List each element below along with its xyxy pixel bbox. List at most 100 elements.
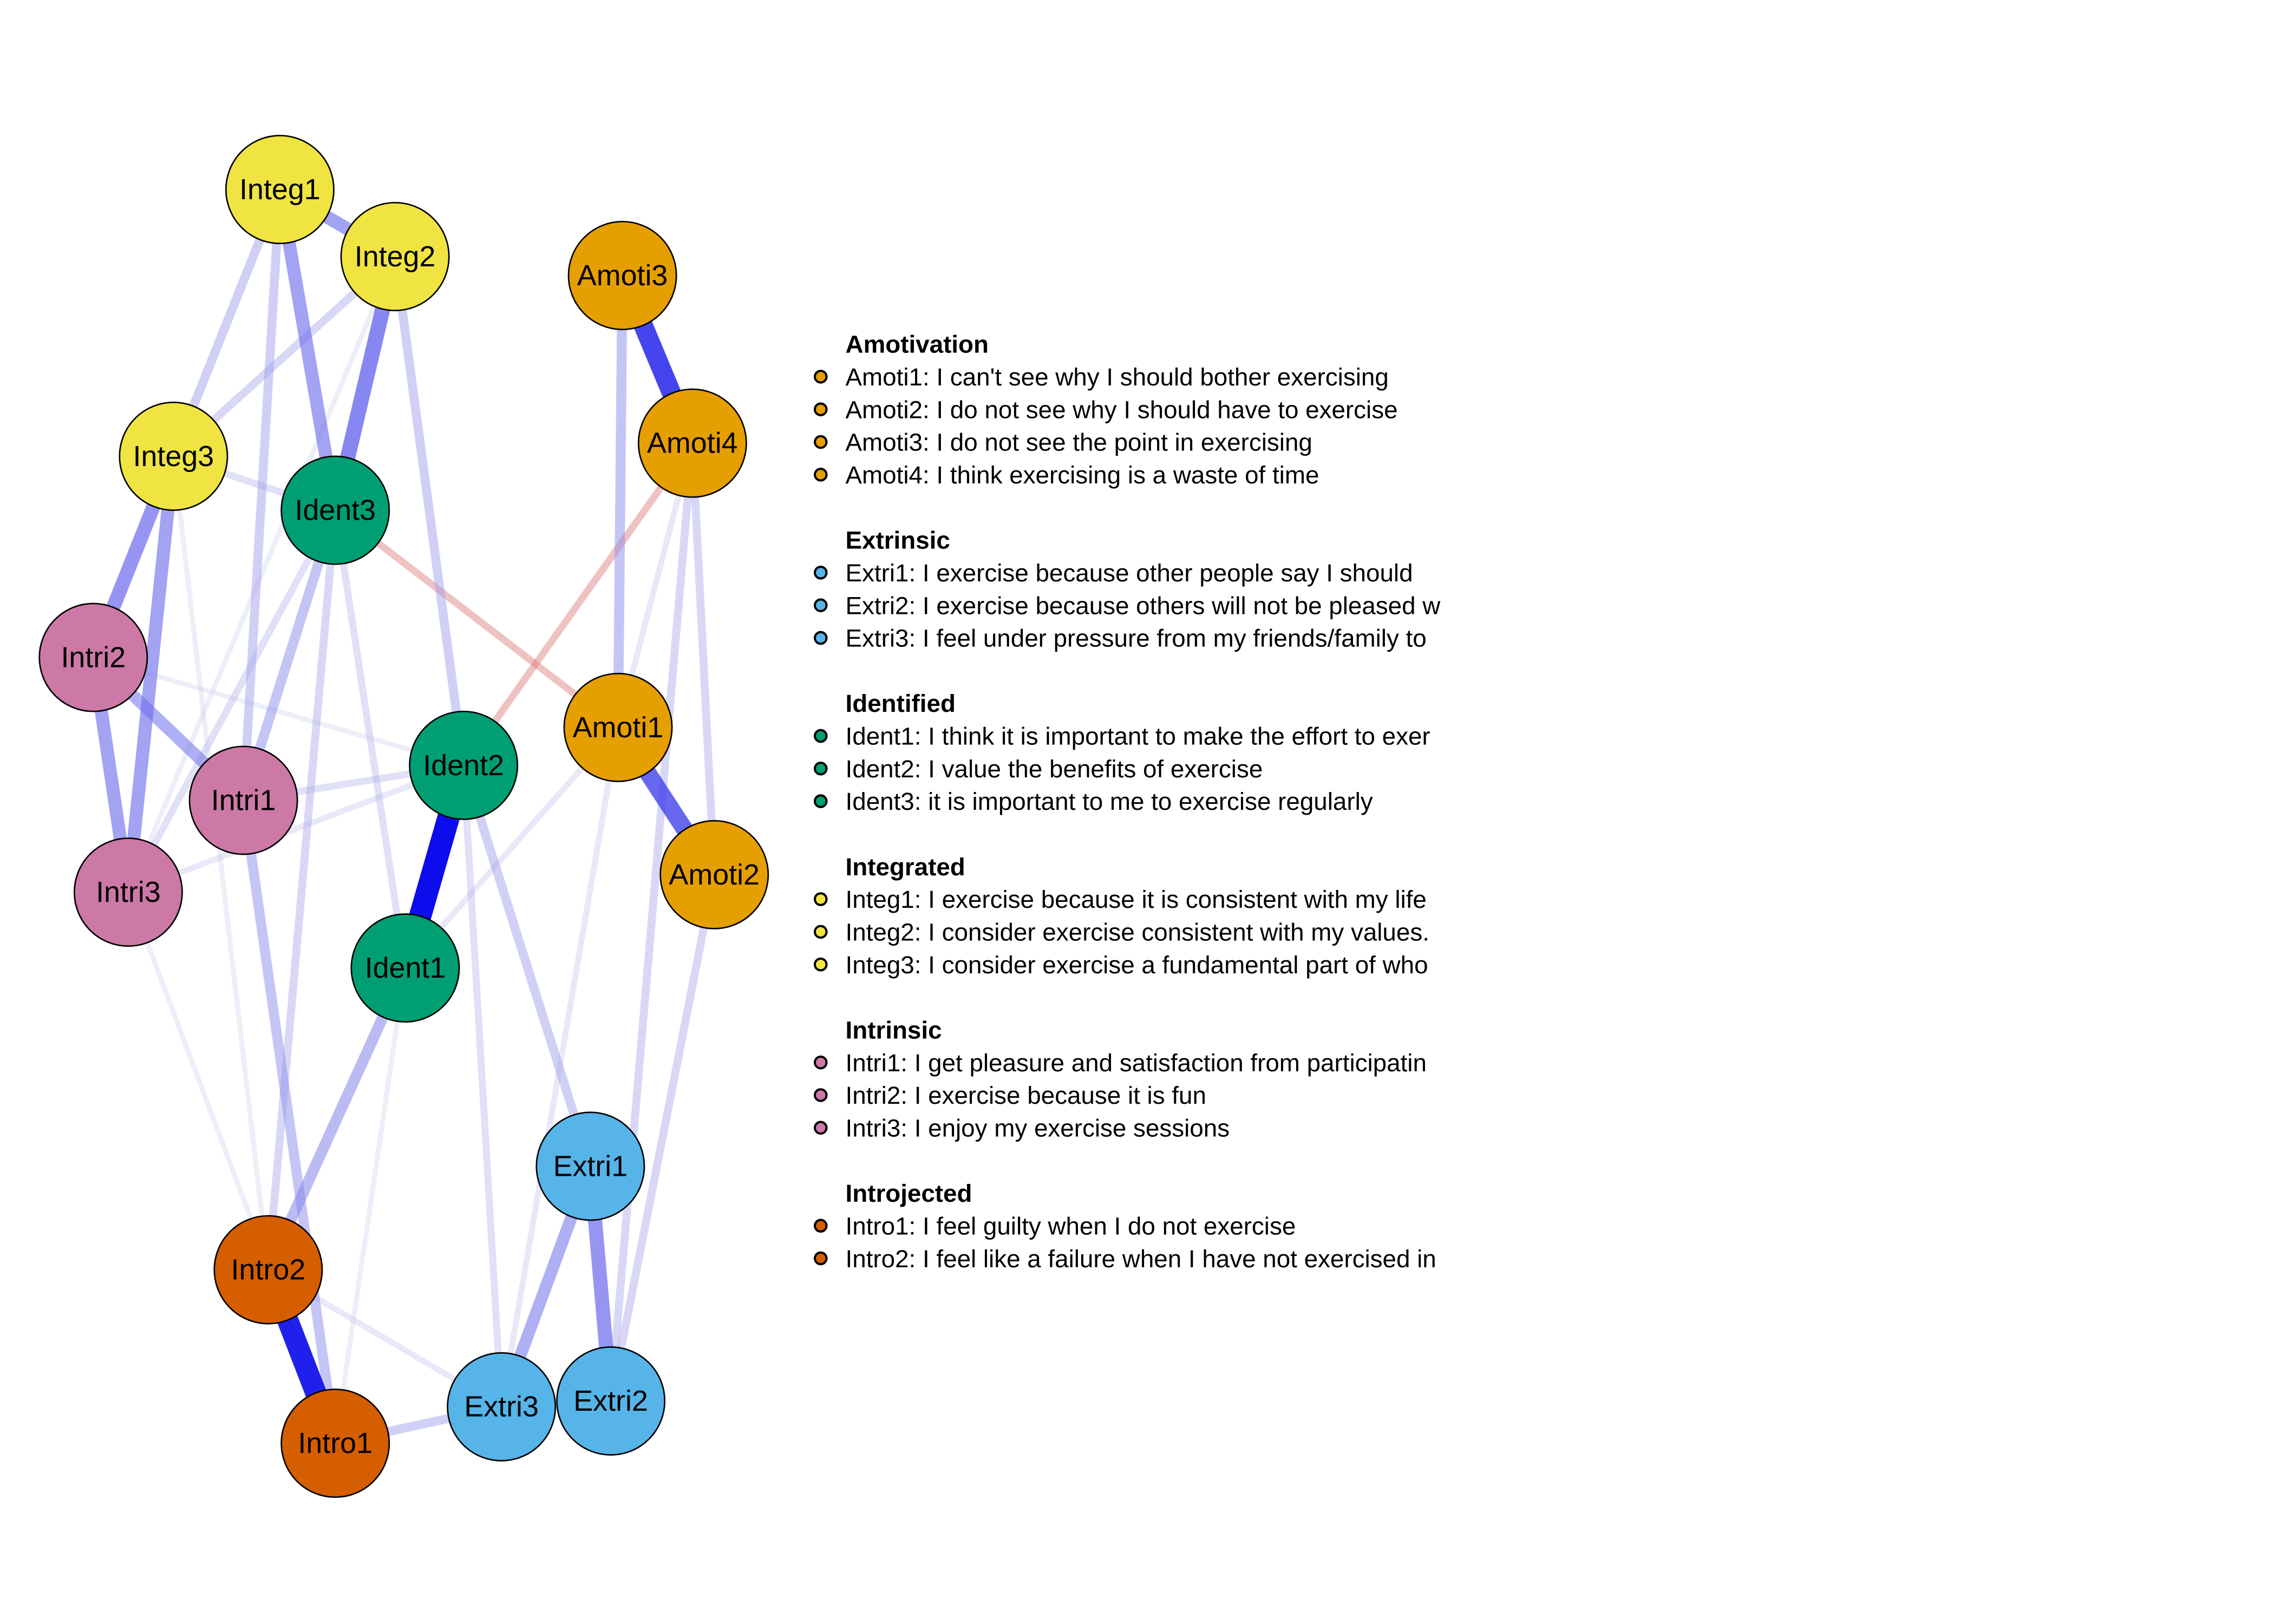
node-extri2[interactable]: Extri2 <box>556 1346 666 1456</box>
node-circle <box>213 1215 323 1325</box>
node-extri3[interactable]: Extri3 <box>447 1352 557 1462</box>
edge-integ1-intri1 <box>239 185 285 805</box>
node-amoti3[interactable]: Amoti3 <box>567 220 677 330</box>
node-label: Intri1 <box>211 784 276 816</box>
node-label: Amoti4 <box>647 427 738 460</box>
edge-ident1-intro2 <box>263 962 411 1275</box>
edge-amoti4-ident2 <box>460 440 696 769</box>
legend-item: Integ3: I consider exercise a fundamenta… <box>846 951 1428 979</box>
node-label: Intri3 <box>96 876 161 908</box>
node-label: Intri2 <box>61 641 126 674</box>
legend-item: Amoti1: I can't see why I should bother … <box>846 363 1389 391</box>
node-integ3[interactable]: Integ3 <box>119 401 228 511</box>
edge-amoti3-amoti1 <box>613 270 628 733</box>
legend-item: Integ1: I exercise because it is consist… <box>846 886 1427 913</box>
legend-bullet-icon <box>813 1088 828 1102</box>
legend-bullet-icon <box>813 925 828 939</box>
legend-bullet-icon <box>813 468 828 482</box>
legend-group-title: Identified <box>846 690 956 717</box>
node-ident1[interactable]: Ident1 <box>350 913 460 1023</box>
node-label: Integ3 <box>133 440 214 473</box>
node-circle <box>38 603 148 712</box>
node-amoti4[interactable]: Amoti4 <box>637 388 747 498</box>
node-intro2[interactable]: Intro2 <box>213 1215 323 1325</box>
legend-item: Intri2: I exercise because it is fun <box>846 1082 1206 1109</box>
legend-group-title: Introjected <box>846 1180 972 1207</box>
node-label: Amoti3 <box>577 259 668 292</box>
node-circle <box>567 220 677 330</box>
legend-bullet-icon <box>813 957 828 972</box>
legend-item: Amoti3: I do not see the point in exerci… <box>846 429 1312 456</box>
legend-bullet-icon <box>813 370 828 384</box>
legend-item: Intri1: I get pleasure and satisfaction … <box>846 1049 1427 1077</box>
node-circle <box>280 455 390 565</box>
node-ident2[interactable]: Ident2 <box>409 710 519 820</box>
legend-bullet-icon <box>813 402 828 416</box>
node-amoti2[interactable]: Amoti2 <box>659 820 769 929</box>
edge-amoti2-extri2 <box>606 870 718 1405</box>
edge-amoti1-extri3 <box>498 724 622 1410</box>
node-label: Extri3 <box>464 1391 539 1423</box>
node-circle <box>119 401 228 511</box>
node-circle <box>280 1389 390 1498</box>
legend-item: Intro1: I feel guilty when I do not exer… <box>846 1212 1296 1240</box>
legend-item: Amoti4: I think exercising is a waste of… <box>846 461 1319 489</box>
node-circle <box>659 820 769 929</box>
legend-bullet-icon <box>813 794 828 808</box>
node-extri1[interactable]: Extri1 <box>535 1111 645 1221</box>
node-label: Integ2 <box>355 240 436 273</box>
legend-bullet-icon <box>813 1219 828 1233</box>
node-intri1[interactable]: Intri1 <box>188 745 298 855</box>
node-label: Amoti2 <box>669 859 760 891</box>
node-circle <box>188 745 298 855</box>
legend-bullet-icon <box>813 435 828 449</box>
legend-item: Extri1: I exercise because other people … <box>846 559 1413 587</box>
node-intro1[interactable]: Intro1 <box>280 1389 390 1498</box>
legend-item: Extri2: I exercise because others will n… <box>846 592 1441 619</box>
edge-intro1-ident1 <box>332 965 408 1446</box>
node-label: Amoti1 <box>573 711 664 744</box>
edges-layer <box>86 182 723 1454</box>
node-amoti1[interactable]: Amoti1 <box>563 672 673 782</box>
legend-group-title: Extrinsic <box>846 527 950 554</box>
legend-item: Ident2: I value the benefits of exercise <box>846 755 1263 783</box>
node-circle <box>350 913 460 1023</box>
node-circle <box>447 1352 557 1462</box>
edge-intri1-intro1 <box>238 795 341 1449</box>
node-intri3[interactable]: Intri3 <box>73 837 183 947</box>
edge-ident2-extri1 <box>459 761 595 1171</box>
node-circle <box>409 710 519 820</box>
node-integ2[interactable]: Integ2 <box>340 201 450 311</box>
legend-item: Intri3: I enjoy my exercise sessions <box>846 1114 1230 1142</box>
node-circle <box>563 672 673 782</box>
node-ident3[interactable]: Ident3 <box>280 455 390 565</box>
edge-integ3-intro2 <box>171 454 271 1273</box>
legend-item: Extri3: I feel under pressure from my fr… <box>846 625 1427 652</box>
node-circle <box>637 388 747 498</box>
edge-integ2-intri3 <box>126 254 398 895</box>
node-integ1[interactable]: Integ1 <box>225 135 335 245</box>
edge-intri3-ident2 <box>125 762 467 895</box>
edge-extri3-ident2 <box>460 762 505 1411</box>
legend-item: Amoti2: I do not see why I should have t… <box>846 396 1398 423</box>
legend-bullet-icon <box>813 1055 828 1070</box>
edge-integ3-intri3 <box>121 449 180 899</box>
node-intri2[interactable]: Intri2 <box>38 603 148 712</box>
node-label: Extri2 <box>573 1385 648 1417</box>
edge-amoti4-extri2 <box>606 439 697 1405</box>
node-circle <box>225 135 335 245</box>
legend-group-title: Amotivation <box>846 331 989 358</box>
node-label: Intro1 <box>298 1427 373 1459</box>
legend-bullet-icon <box>813 761 828 776</box>
legend-item: Integ2: I consider exercise consistent w… <box>846 919 1429 946</box>
legend-bullet-icon <box>813 729 828 743</box>
edge-ident3-intro2 <box>264 506 339 1274</box>
node-label: Ident2 <box>423 749 504 782</box>
legend-bullet-icon <box>813 892 828 906</box>
legend-group-title: Integrated <box>846 853 965 881</box>
edge-integ2-ident2 <box>390 252 468 770</box>
legend-bullet-icon <box>813 598 828 612</box>
legend-item: Intro2: I feel like a failure when I hav… <box>846 1245 1436 1273</box>
node-circle <box>535 1111 645 1221</box>
